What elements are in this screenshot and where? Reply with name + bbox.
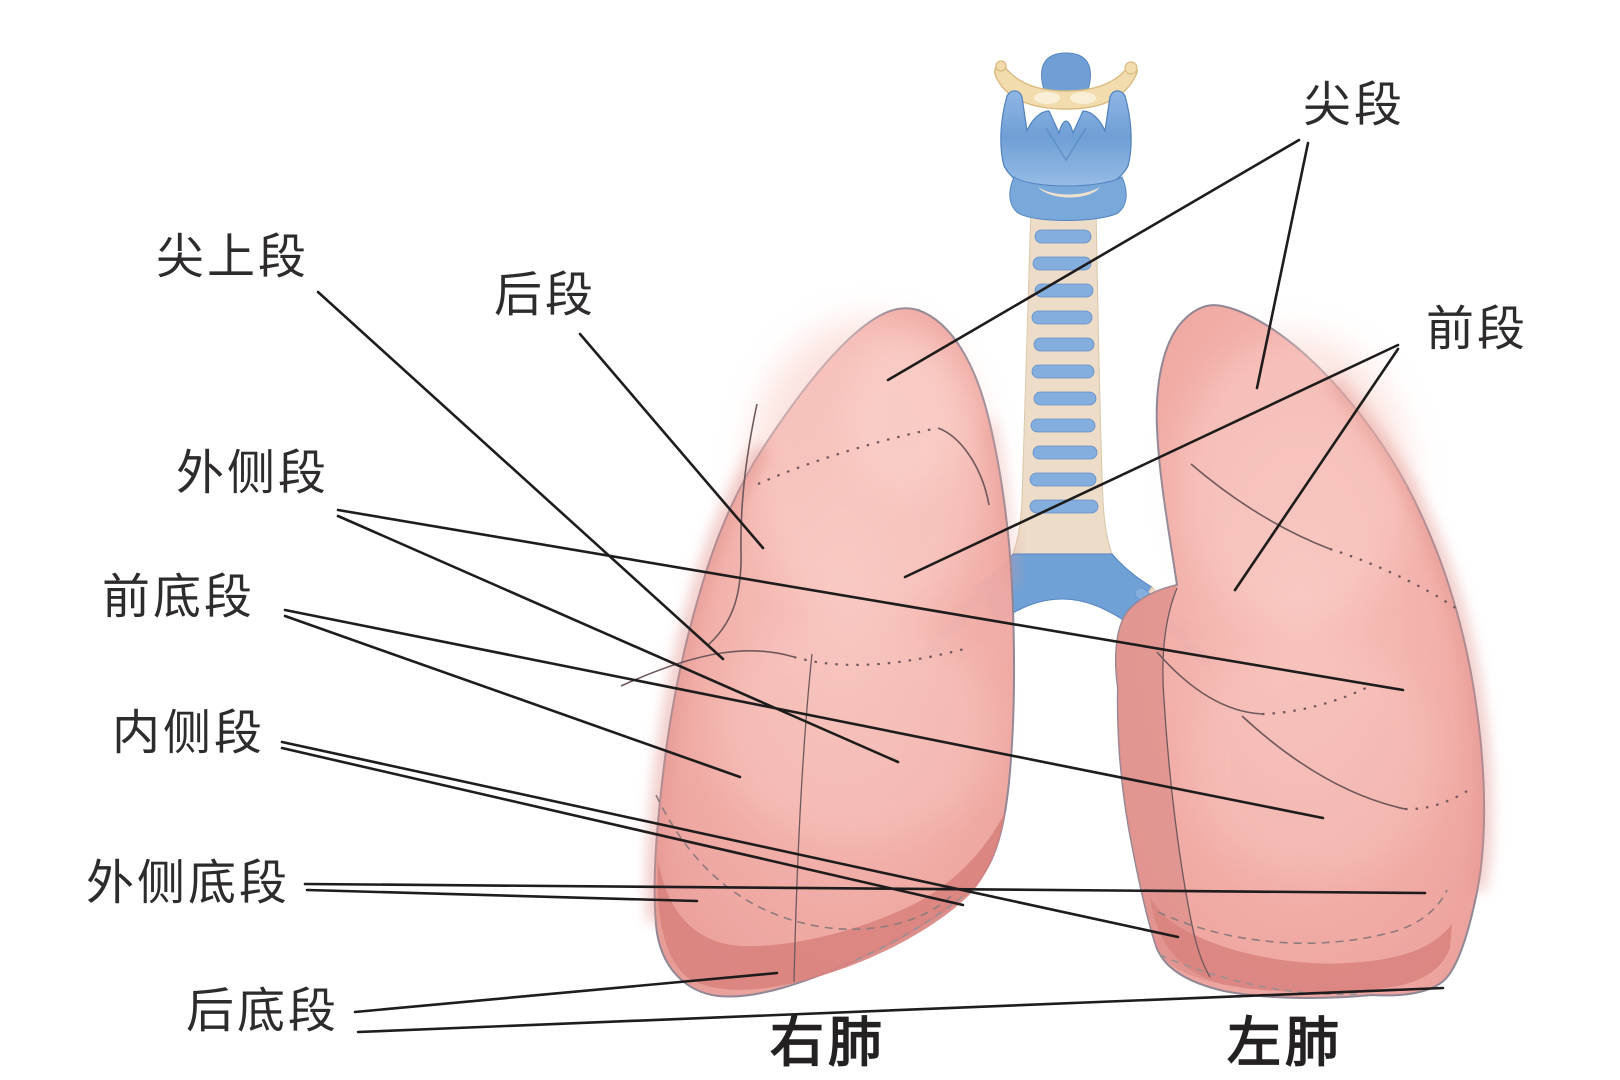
leader-lateral-to-left-lung bbox=[336, 508, 1405, 692]
leader-apical-superior bbox=[316, 290, 725, 661]
leader-apical-to-left-lung bbox=[1255, 141, 1310, 390]
leader-medial-to-right-lung bbox=[280, 746, 965, 907]
leader-lateral-basal-to-right-lung bbox=[305, 888, 699, 903]
label-right-lung: 右肺 bbox=[770, 1010, 886, 1074]
right-lung bbox=[620, 307, 1017, 998]
label-medial-segment: 内侧段 bbox=[112, 705, 266, 761]
label-anterior-segment: 前段 bbox=[1426, 301, 1529, 357]
hyoid-bone bbox=[994, 60, 1138, 110]
leader-medial-to-left-lung bbox=[280, 740, 1180, 939]
leader-apical-to-right-lung bbox=[886, 138, 1301, 382]
leader-lateral-to-right-lung bbox=[336, 514, 900, 764]
left-lung-base-rim bbox=[1150, 898, 1452, 993]
label-apical-segment: 尖段 bbox=[1303, 77, 1406, 133]
right-lung-base-rim bbox=[657, 812, 1005, 990]
left-lung bbox=[1114, 304, 1492, 999]
leader-lines bbox=[280, 138, 1445, 1034]
leader-anterior-to-right-lung bbox=[903, 343, 1400, 579]
trachea-rings bbox=[1029, 229, 1099, 514]
leader-lateral-basal-to-left-lung bbox=[303, 882, 1427, 895]
label-lateral-basal-segment: 外侧底段 bbox=[86, 855, 291, 911]
label-anterior-basal-segment: 前底段 bbox=[102, 569, 256, 625]
leader-anterior-basal-to-left-lung bbox=[283, 608, 1325, 820]
label-posterior-segment: 后段 bbox=[494, 267, 597, 323]
leader-posterior-basal-to-right-lung bbox=[353, 971, 779, 1014]
leader-posterior-basal-to-left-lung bbox=[356, 986, 1445, 1034]
label-posterior-basal-segment: 后底段 bbox=[186, 983, 340, 1039]
cricoid-cartilage bbox=[1009, 176, 1127, 221]
label-lateral-segment: 外侧段 bbox=[176, 445, 330, 501]
label-left-lung: 左肺 bbox=[1227, 1010, 1343, 1074]
leader-posterior bbox=[578, 332, 765, 550]
label-apical-superior-segment: 尖上段 bbox=[156, 229, 310, 285]
left-lung-fissures bbox=[1156, 463, 1470, 996]
right-lung-fissures bbox=[620, 403, 990, 983]
leader-anterior-basal-to-right-lung bbox=[283, 614, 742, 779]
leader-anterior-to-left-lung bbox=[1233, 347, 1400, 592]
